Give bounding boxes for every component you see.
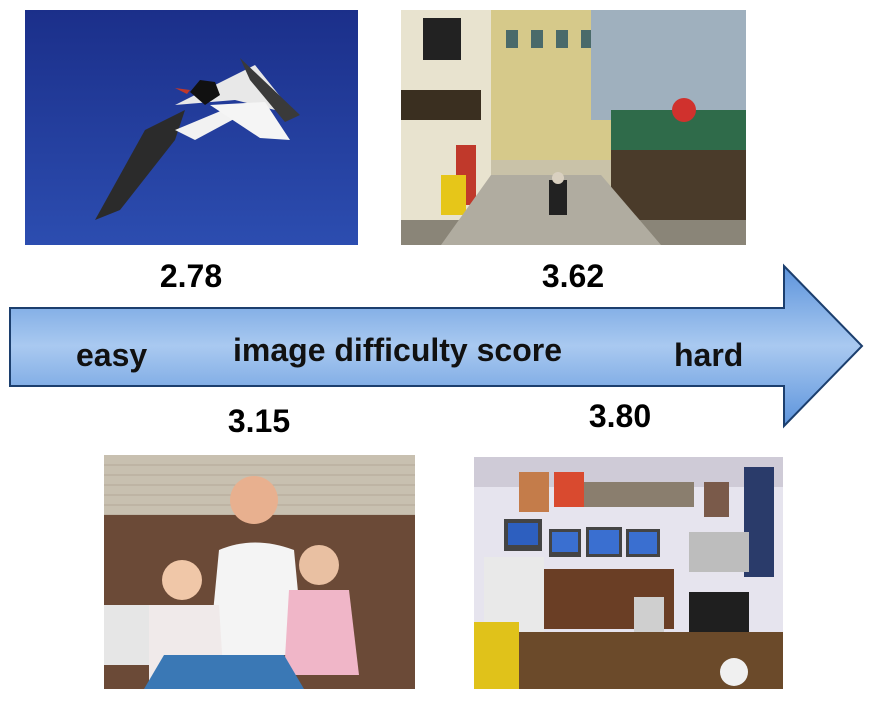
score-street: 3.62: [541, 258, 605, 294]
score-gull: 2.78: [159, 258, 223, 294]
seagull-photo: [25, 10, 358, 245]
score-family: 3.15: [227, 403, 291, 439]
arrow-shape: [9, 263, 864, 429]
score-room: 3.80: [588, 398, 652, 434]
scale-title: image difficulty score: [233, 332, 562, 368]
street-photo: [401, 10, 746, 245]
room-photo: [474, 457, 783, 689]
family-photo: [104, 455, 415, 689]
difficulty-scale-arrow: easy image difficulty score hard: [0, 262, 875, 432]
easy-label: easy: [76, 337, 148, 373]
hard-label: hard: [674, 337, 744, 373]
